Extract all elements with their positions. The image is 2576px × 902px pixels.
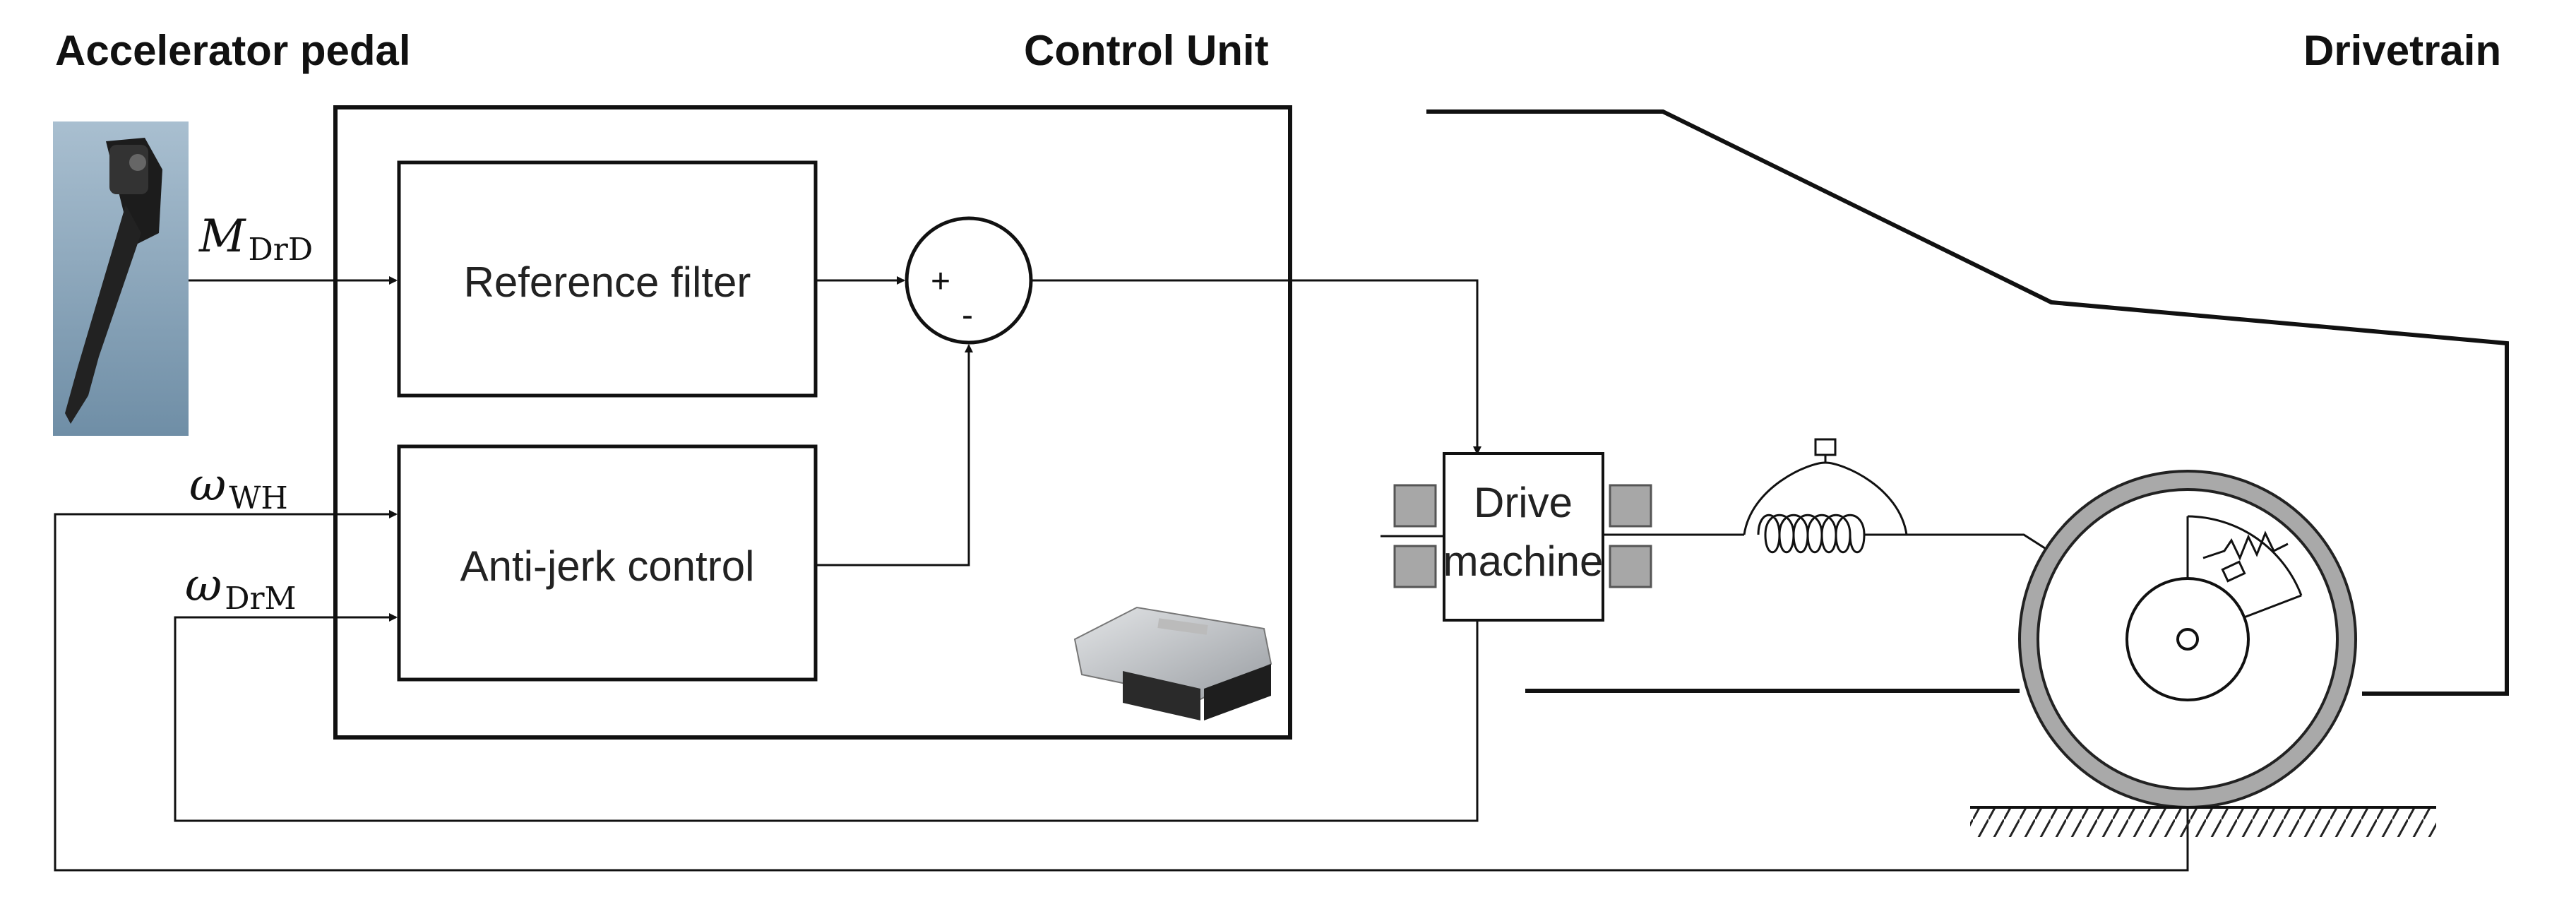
- drive-shaft-spring-damper: [1603, 438, 2188, 641]
- ground: [1970, 806, 2436, 837]
- anti-jerk-control-block: Anti-jerk control: [397, 444, 818, 682]
- motor-speed-label: ωDrM: [185, 559, 297, 617]
- control-unit-title: Control Unit: [1024, 27, 1269, 74]
- summing-junction: + -: [905, 216, 1033, 345]
- motor-speed-feedback-line: [174, 613, 1479, 822]
- anti-jerk-control-label: Anti-jerk control: [460, 542, 755, 590]
- control-unit-box: [333, 105, 1292, 740]
- ecu-hardware-image: [1073, 606, 1272, 720]
- reference-filter-label: Reference filter: [464, 259, 751, 306]
- wheel: [2018, 470, 2357, 809]
- vehicle-body-outline: [1426, 109, 2509, 696]
- accelerator-pedal-image: [53, 121, 189, 436]
- antijerk-to-sum-line: [816, 344, 973, 566]
- drive-machine-label-2: machine: [1443, 538, 1604, 585]
- wheel-speed-label: ωWH: [189, 459, 288, 516]
- drivetrain-title: Drivetrain: [2303, 27, 2501, 74]
- drive-machine-block: Drive machine: [1381, 452, 1652, 622]
- drive-machine-label-1: Drive: [1474, 479, 1573, 526]
- reference-filter-block: Reference filter: [397, 160, 818, 398]
- sum-to-drive-machine-line: [1031, 279, 1481, 455]
- plus-sign: +: [931, 263, 950, 300]
- torque-demand-label: MDrD: [198, 210, 313, 268]
- minus-sign: -: [962, 297, 973, 334]
- accelerator-pedal-title: Accelerator pedal: [55, 27, 411, 74]
